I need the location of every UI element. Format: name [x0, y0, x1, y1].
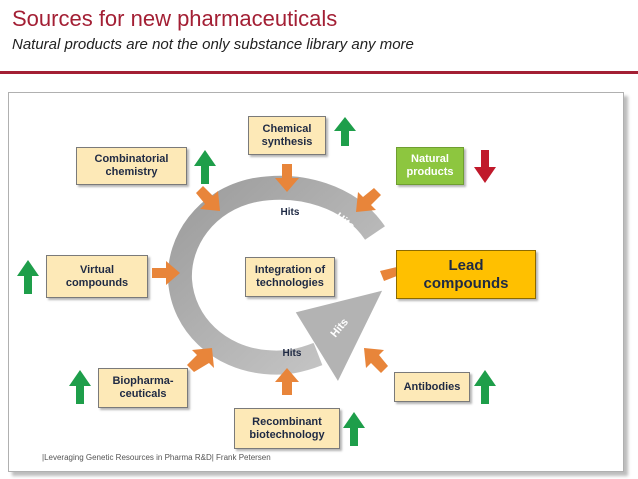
- trend-up-icon: [343, 412, 365, 446]
- trend-arrows: [17, 117, 496, 446]
- title-rule: [0, 71, 638, 74]
- trend-down-icon: [474, 150, 496, 183]
- trend-up-icon: [17, 260, 39, 294]
- slide-footer: |Leveraging Genetic Resources in Pharma …: [42, 453, 271, 462]
- trend-up-icon: [194, 150, 216, 184]
- hit-label-left: Hits: [197, 266, 209, 287]
- feed-arrow-bottom-left: [187, 348, 214, 372]
- trend-up-icon: [69, 370, 91, 404]
- source-combinatorial-chemistry: Combinatorial chemistry: [76, 147, 187, 185]
- trend-up-icon: [474, 370, 496, 404]
- cycle-arrowhead: [294, 289, 384, 384]
- slide-title: Sources for new pharmaceuticals: [12, 6, 338, 31]
- feed-arrow-top-right: [356, 188, 381, 212]
- lead-compounds: Lead compounds: [396, 250, 536, 299]
- cycle-band: [167, 175, 385, 375]
- feed-arrow-bottom-right: [364, 348, 388, 373]
- source-natural-products: Natural products: [396, 147, 464, 185]
- integration-of-technologies: Integration of technologies: [245, 257, 335, 297]
- feed-arrow-bottom: [275, 368, 299, 395]
- source-virtual-compounds: Virtual compounds: [46, 255, 148, 298]
- feed-arrow-top-left: [196, 186, 220, 211]
- hit-label-bottom: Hits: [283, 348, 302, 359]
- source-biopharmaceuticals: Biopharma- ceuticals: [98, 368, 188, 408]
- source-recombinant-biotechnology: Recombinant biotechnology: [234, 408, 340, 449]
- hit-label-top-left: Hits: [214, 219, 238, 241]
- trend-up-icon: [334, 117, 356, 146]
- feed-arrow-left: [152, 261, 180, 285]
- source-antibodies: Antibodies: [394, 372, 470, 402]
- source-chemical-synthesis: Chemical synthesis: [248, 116, 326, 155]
- slide-subtitle: Natural products are not the only substa…: [12, 36, 414, 53]
- hit-label-top: Hits: [281, 207, 300, 218]
- feed-arrow-top: [275, 164, 299, 192]
